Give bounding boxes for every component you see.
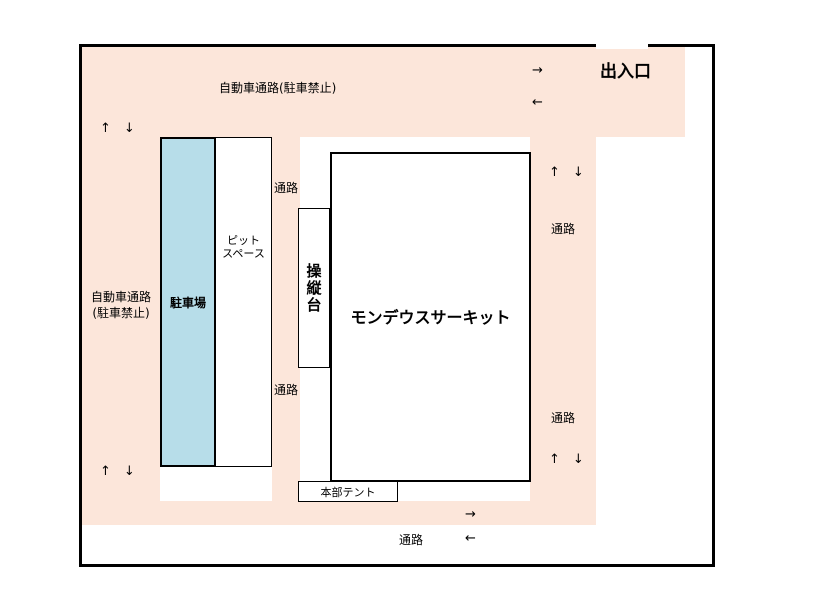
left-road-label: 自動車通路 (駐車禁止) bbox=[84, 290, 158, 320]
circuit-area: モンデウスサーキット bbox=[330, 152, 531, 482]
bottom-passage-arrow-right: → bbox=[465, 507, 476, 522]
right-passage-arrows-bottom: ↑ ↓ bbox=[549, 452, 584, 467]
site-boundary bbox=[79, 44, 715, 567]
pit-space-label: ピット スペース bbox=[216, 234, 271, 260]
left-road-label-line1: 自動車通路 bbox=[90, 290, 151, 304]
right-passage-top-label: 通路 bbox=[551, 222, 576, 236]
left-road-arrows-top: ↑ ↓ bbox=[100, 121, 135, 136]
entrance-gap bbox=[596, 42, 648, 49]
pit-space-label-line2: スペース bbox=[222, 247, 265, 260]
passage-right-of-circuit bbox=[530, 137, 596, 525]
passage-between-pit-and-circuit bbox=[272, 137, 300, 525]
control-stand: 操縦台 bbox=[298, 208, 330, 368]
entrance-label: 出入口 bbox=[600, 62, 651, 82]
top-road-label: 自動車通路(駐車禁止) bbox=[219, 81, 337, 95]
road-fill-top-gap bbox=[160, 120, 600, 137]
right-passage-bottom-label: 通路 bbox=[551, 411, 576, 425]
right-passage-arrows-top: ↑ ↓ bbox=[549, 165, 584, 180]
control-stand-label: 操縦台 bbox=[304, 262, 323, 314]
left-road-label-line2: (駐車禁止) bbox=[92, 306, 150, 320]
hq-tent: 本部テント bbox=[298, 481, 398, 502]
parking-area: 駐車場 bbox=[160, 137, 216, 467]
circuit-label: モンデウスサーキット bbox=[350, 308, 511, 327]
parking-label: 駐車場 bbox=[169, 295, 206, 310]
pit-space-label-line1: ピット bbox=[227, 234, 260, 247]
hq-tent-label: 本部テント bbox=[320, 485, 376, 499]
bottom-passage-label: 通路 bbox=[399, 533, 424, 547]
left-road-arrows-bottom: ↑ ↓ bbox=[100, 464, 135, 479]
left-road bbox=[82, 137, 160, 525]
pit-space: ピット スペース bbox=[215, 137, 272, 467]
top-road-arrow-right: → bbox=[532, 63, 543, 78]
bottom-road bbox=[82, 501, 596, 525]
bottom-passage-arrow-left: ← bbox=[465, 531, 476, 546]
top-road-arrow-left: ← bbox=[532, 95, 543, 110]
inner-passage-top-label: 通路 bbox=[274, 181, 299, 195]
inner-passage-bottom-label: 通路 bbox=[274, 383, 299, 397]
